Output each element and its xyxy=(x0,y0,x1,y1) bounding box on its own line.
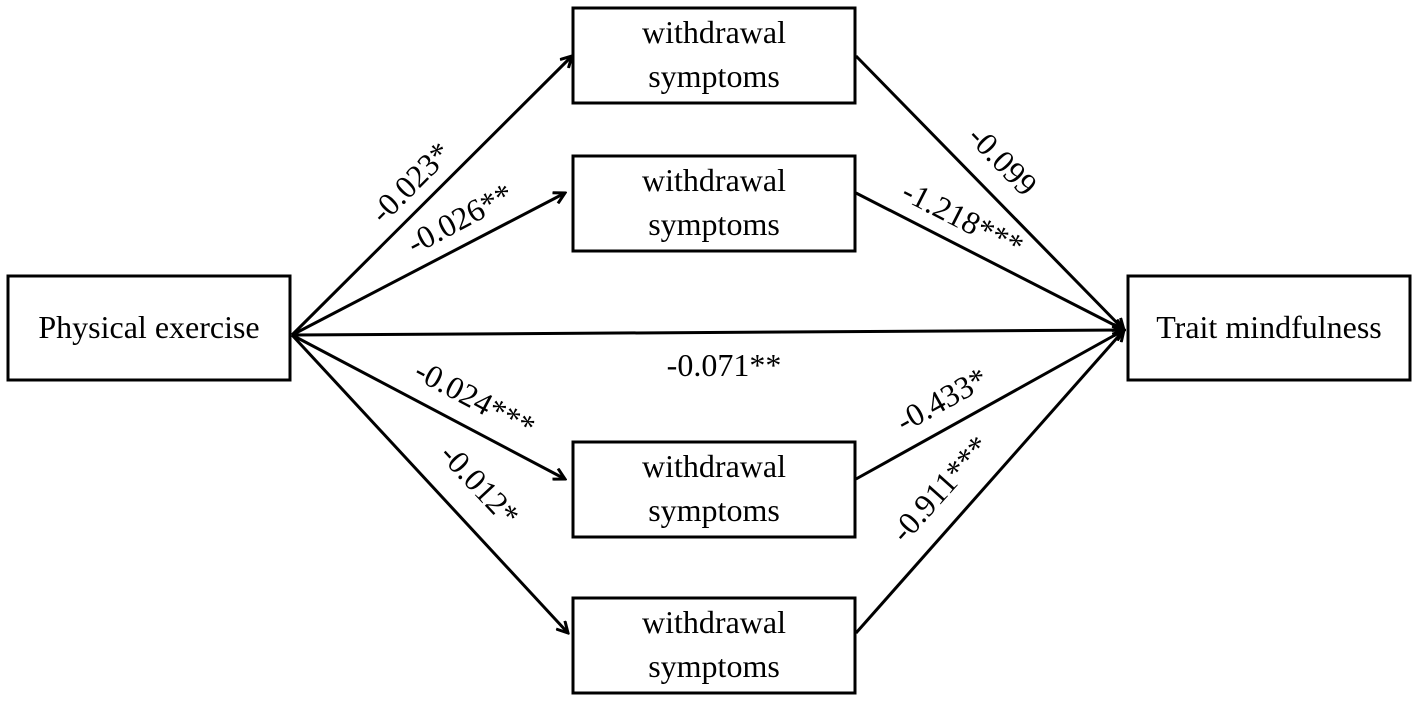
node-label-line1: withdrawal xyxy=(642,604,786,640)
node-physical-exercise: Physical exercise xyxy=(6,274,292,382)
node-label-line2: symptoms xyxy=(648,58,780,94)
node-mediator-1: withdrawal symptoms xyxy=(571,6,857,105)
edge-m1-to-tm xyxy=(854,54,1124,330)
node-mediator-2: withdrawal symptoms xyxy=(571,154,857,253)
edge-pe-to-tm xyxy=(291,330,1124,335)
node-label-line1: withdrawal xyxy=(642,162,786,198)
coef-m4-to-tm: -0.911*** xyxy=(883,428,996,548)
edge-pe-to-m3 xyxy=(291,333,565,479)
edge-m2-to-tm xyxy=(855,191,1124,330)
node-label-line2: symptoms xyxy=(648,648,780,684)
node-label: Trait mindfulness xyxy=(1156,309,1382,345)
edge-pe-to-m1 xyxy=(290,56,572,337)
edge-pe-to-m4 xyxy=(290,333,568,633)
node-label: Physical exercise xyxy=(38,309,259,345)
node-label-line1: withdrawal xyxy=(642,14,786,50)
edge-pe-to-m2 xyxy=(291,193,565,337)
node-mediator-4: withdrawal symptoms xyxy=(571,596,857,695)
edge-m3-to-tm xyxy=(855,330,1124,481)
node-label-line2: symptoms xyxy=(648,492,780,528)
coef-m1-to-tm: -0.099 xyxy=(961,118,1044,202)
node-label-line2: symptoms xyxy=(648,206,780,242)
node-trait-mindfulness: Trait mindfulness xyxy=(1126,274,1412,382)
edge-m4-to-tm xyxy=(854,330,1124,634)
node-mediator-3: withdrawal symptoms xyxy=(571,440,857,539)
node-label-line1: withdrawal xyxy=(642,448,786,484)
coef-pe-to-tm: -0.071** xyxy=(667,347,782,383)
coef-m3-to-tm: -0.433* xyxy=(890,360,994,439)
